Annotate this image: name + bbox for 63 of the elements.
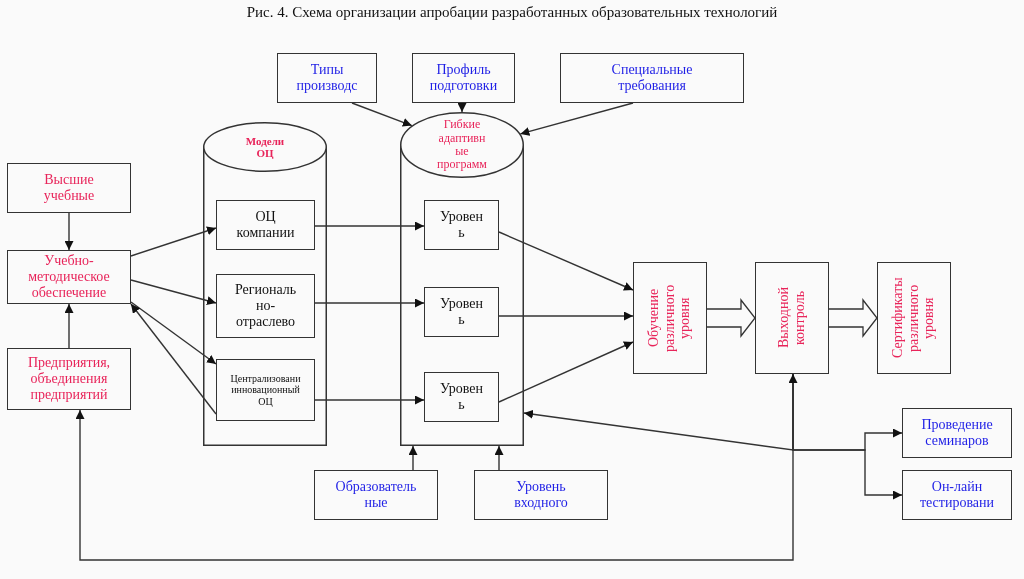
process-box [7, 348, 131, 410]
process-box [314, 470, 438, 520]
arrow [314, 395, 425, 405]
process-box [7, 163, 131, 213]
process-box [277, 53, 377, 103]
block-arrow [828, 298, 878, 338]
node-label: Сертификаты различного уровня [890, 276, 938, 361]
diagram-title: Рис. 4. Схема организации апробации разработанных образовательных технологий [245, 4, 779, 21]
process-box [412, 53, 515, 103]
process-box [424, 287, 499, 337]
arrow [64, 303, 74, 349]
process-box [216, 359, 315, 421]
process-box [755, 262, 829, 374]
process-box [216, 200, 315, 250]
node-label: Типы производс [295, 62, 359, 94]
node-label: Уровень входного [513, 479, 569, 511]
process-box [902, 470, 1012, 520]
arrow [130, 301, 217, 365]
process-box [7, 250, 131, 304]
arrow [494, 445, 504, 471]
node-label: Централизовани инновационный ОЦ [229, 373, 302, 407]
process-box [424, 372, 499, 422]
arrow [408, 445, 418, 471]
node-label: ОЦ компании [235, 209, 296, 241]
node-label: Предприятия, объединения предприятий [26, 355, 112, 403]
node-label: Профиль подготовки [428, 62, 499, 94]
arrow [498, 311, 634, 321]
arrow [351, 102, 413, 127]
arrow [314, 298, 425, 308]
node-label: Региональ но- отраслево [233, 282, 298, 330]
arrow [519, 102, 634, 136]
node-label: Гибкие адаптивн ые программ [436, 118, 488, 172]
process-box [424, 200, 499, 250]
node-label: Учебно- методическое обеспечение [27, 253, 111, 301]
node-label: Высшие учебные [42, 172, 96, 204]
node-label: Специальные требования [610, 62, 694, 94]
node-label: Уровен ь [439, 381, 484, 413]
arrow [498, 341, 634, 403]
arrow [498, 231, 634, 291]
cylinder-shape [203, 122, 327, 446]
node-label: Уровен ь [439, 296, 484, 328]
node-label: Выходной контроль [776, 286, 808, 351]
process-box [633, 262, 707, 374]
block-arrow [706, 298, 756, 338]
process-box [560, 53, 744, 103]
process-box [474, 470, 608, 520]
arrow [75, 373, 798, 561]
process-box [877, 262, 951, 374]
arrow [64, 212, 74, 251]
node-label: Он-лайн тестировани [918, 479, 996, 511]
arrow [130, 226, 217, 257]
node-label: Образователь ные [334, 479, 418, 511]
arrow [130, 279, 217, 305]
cylinder-shape [400, 112, 524, 446]
process-box [902, 408, 1012, 458]
arrow [457, 102, 467, 113]
process-box [216, 274, 315, 338]
node-label: Модели ОЦ [245, 134, 285, 160]
node-label: Уровен ь [439, 209, 484, 241]
node-label: Проведение семинаров [920, 417, 994, 449]
node-label: Обучение различного уровня [646, 283, 694, 354]
arrow [314, 221, 425, 231]
arrow [130, 303, 217, 415]
